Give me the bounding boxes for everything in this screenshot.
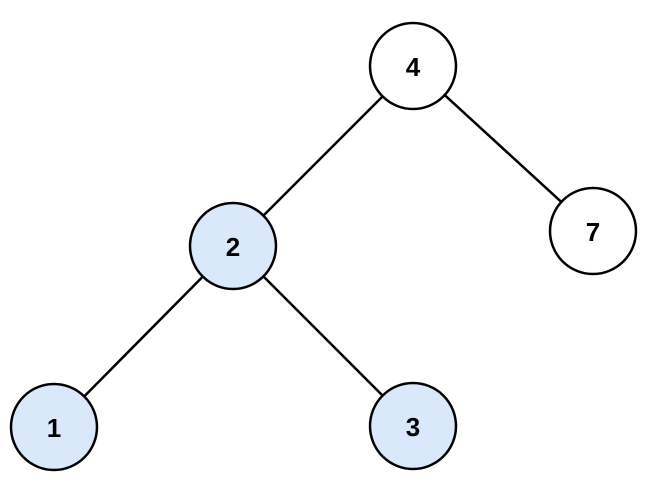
node-circle	[188, 201, 278, 291]
node-circle	[368, 21, 458, 111]
edge-2-to-1	[83, 275, 204, 398]
edge-4-to-7	[443, 94, 563, 203]
tree-node-1: 1	[9, 382, 99, 472]
node-label: 1	[47, 413, 61, 443]
tree-node-2: 2	[188, 201, 278, 291]
tree-node-3: 3	[368, 381, 458, 471]
tree-nodes: 4 2 7 1 3	[9, 21, 638, 472]
node-label: 2	[226, 232, 240, 262]
tree-node-4: 4	[368, 21, 458, 111]
tree-node-7: 7	[548, 186, 638, 276]
node-circle	[548, 186, 638, 276]
edge-2-to-3	[262, 275, 384, 397]
node-circle	[9, 382, 99, 472]
tree-edges	[83, 94, 563, 398]
node-label: 7	[586, 217, 600, 247]
node-circle	[368, 381, 458, 471]
node-label: 4	[406, 52, 421, 82]
edge-4-to-2	[262, 95, 384, 217]
node-label: 3	[406, 412, 420, 442]
